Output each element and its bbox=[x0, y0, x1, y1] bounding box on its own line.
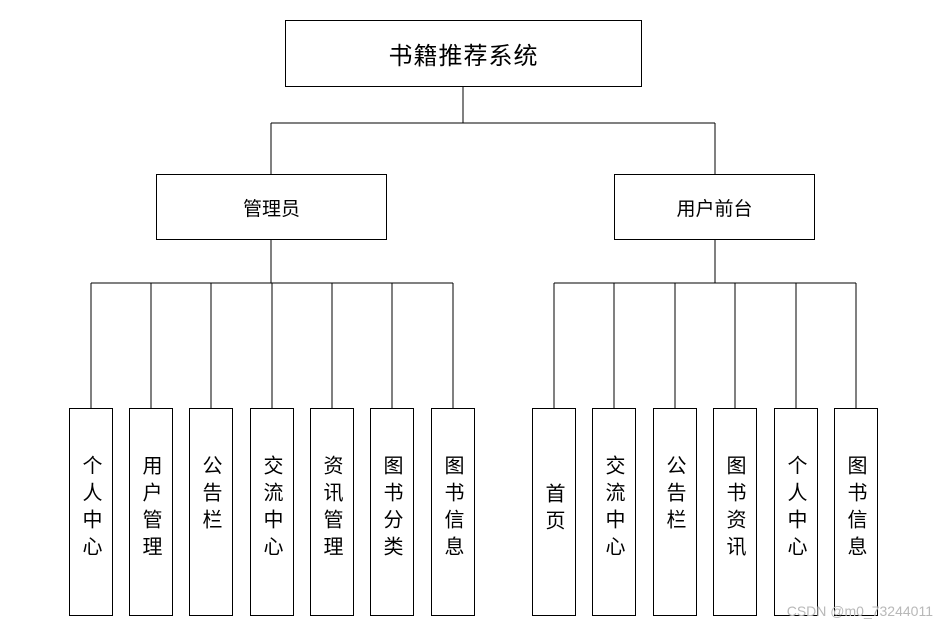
admin-leaf-book-info: 图书信息 bbox=[431, 408, 475, 616]
leaf-label: 首页 bbox=[542, 483, 566, 537]
leaf-label: 图书信息 bbox=[844, 455, 868, 563]
leaf-label: 图书分类 bbox=[380, 455, 404, 563]
admin-leaf-news-management: 资讯管理 bbox=[310, 408, 354, 616]
front-leaf-notice-board: 公告栏 bbox=[653, 408, 697, 616]
leaf-label: 图书信息 bbox=[441, 455, 465, 563]
admin-node: 管理员 bbox=[156, 174, 387, 240]
front-leaf-book-news: 图书资讯 bbox=[713, 408, 757, 616]
admin-label: 管理员 bbox=[242, 197, 300, 220]
front-leaf-personal-center: 个人中心 bbox=[774, 408, 818, 616]
front-label: 用户前台 bbox=[676, 197, 753, 220]
leaf-label: 公告栏 bbox=[663, 455, 687, 536]
front-node: 用户前台 bbox=[614, 174, 815, 240]
leaf-label: 用户管理 bbox=[139, 455, 163, 563]
admin-leaf-user-management: 用户管理 bbox=[129, 408, 173, 616]
admin-leaf-book-category: 图书分类 bbox=[370, 408, 414, 616]
admin-leaf-notice-board: 公告栏 bbox=[189, 408, 233, 616]
root-node: 书籍推荐系统 bbox=[285, 20, 642, 87]
leaf-label: 图书资讯 bbox=[723, 455, 747, 563]
front-leaf-forum: 交流中心 bbox=[592, 408, 636, 616]
admin-leaf-forum: 交流中心 bbox=[250, 408, 294, 616]
front-leaf-home: 首页 bbox=[532, 408, 576, 616]
watermark: CSDN @m0_73244011 bbox=[786, 603, 933, 619]
root-label: 书籍推荐系统 bbox=[388, 42, 539, 70]
leaf-label: 交流中心 bbox=[602, 455, 626, 563]
leaf-label: 交流中心 bbox=[260, 455, 284, 563]
leaf-label: 公告栏 bbox=[199, 455, 223, 536]
front-leaf-book-info: 图书信息 bbox=[834, 408, 878, 616]
leaf-label: 资讯管理 bbox=[320, 455, 344, 563]
admin-leaf-personal-center: 个人中心 bbox=[69, 408, 113, 616]
leaf-label: 个人中心 bbox=[79, 455, 103, 563]
leaf-label: 个人中心 bbox=[784, 455, 808, 563]
